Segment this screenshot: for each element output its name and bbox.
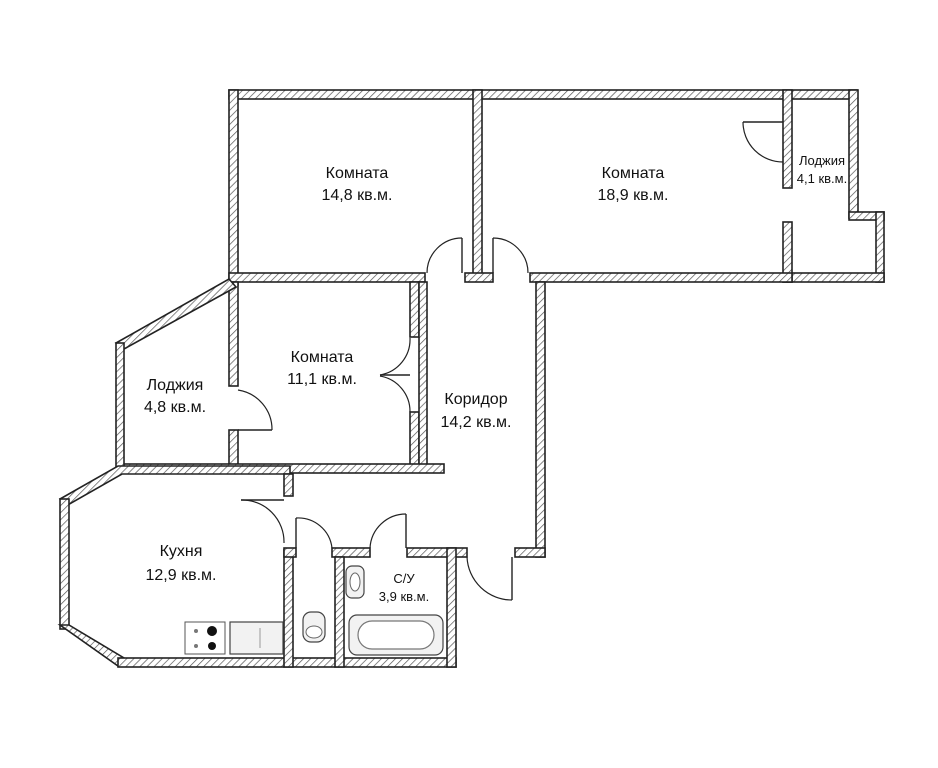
door-swing-arc [240,499,285,544]
door-swing-arc [379,337,411,376]
door-swing-arc [492,237,529,274]
room-name: Коридор [444,391,507,408]
washbasin-icon [345,565,365,599]
wall [446,547,457,668]
doors [237,121,784,601]
room-area: 14,2 кв.м. [441,414,512,431]
room-name: Комната [602,165,665,182]
room-area: 12,9 кв.м. [146,567,217,584]
wall [529,272,793,283]
wall [59,498,70,630]
fixtures [184,565,444,656]
room-area: 3,9 кв.м. [379,589,429,604]
wall [535,281,546,558]
room-name: Лоджия [147,377,204,394]
door-swing-arc [426,237,463,274]
room-area: 18,9 кв.м. [598,187,669,204]
wall [848,89,859,219]
wall [228,89,858,100]
wall [228,272,426,283]
wall [406,547,468,558]
toilet-icon [302,611,326,643]
door-swing-arc [295,517,333,549]
stove-icon [184,621,226,655]
wall [57,624,126,668]
door-swing-arc [379,375,411,413]
wall [782,89,793,189]
room-labels: Комната 14,8 кв.м. Комната 18,9 кв.м. Ло… [144,153,847,604]
room-area: 4,8 кв.м. [144,399,206,416]
wall [875,211,885,283]
wall [418,281,428,473]
door-swing-arc [237,389,273,431]
wall [283,549,294,668]
wall [114,277,238,350]
room-area: 14,8 кв.м. [322,187,393,204]
room-name: Комната [326,165,389,182]
room-area: 4,1 кв.м. [797,171,847,186]
wall [283,547,297,558]
wall [228,281,239,387]
wall [334,556,345,668]
room-name: Лоджия [799,153,845,168]
kitchen-sink-icon [229,621,284,655]
wall [464,272,494,283]
wall [409,281,420,338]
wall [228,89,239,286]
door-swing-arc [466,556,513,601]
wall [514,547,546,558]
room-name: С/У [393,571,415,586]
wall [472,89,483,276]
walls [57,89,885,668]
wall [331,547,371,558]
bathtub-icon [348,614,444,656]
wall [283,473,294,497]
room-name: Кухня [160,543,203,560]
room-area: 11,1 кв.м. [287,371,357,388]
door-swing-arc [742,121,784,163]
room-name: Комната [291,349,354,366]
door-swing-arc [369,513,407,549]
wall [409,411,420,471]
wall [115,342,125,472]
wall [782,272,885,283]
